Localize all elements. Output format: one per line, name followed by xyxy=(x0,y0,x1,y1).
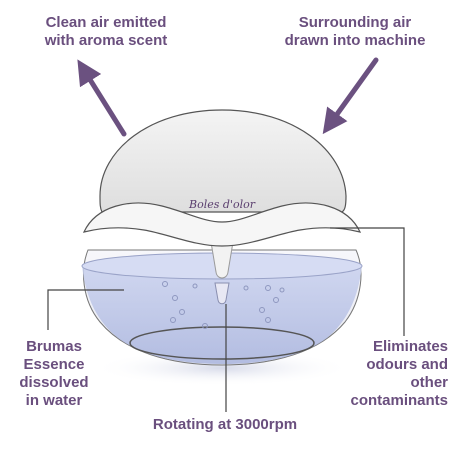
bubbles xyxy=(162,281,285,329)
water xyxy=(82,266,362,364)
eliminates-odours-label: Eliminates odours and other contaminants xyxy=(350,338,448,409)
bowl-base-ring xyxy=(129,326,315,360)
dome-collar xyxy=(82,202,362,247)
clean-air-label: Clean air emitted with aroma scent xyxy=(44,14,168,49)
floor-reflection xyxy=(92,350,352,386)
eliminates-leader xyxy=(330,227,405,336)
rotating-speed-label: Rotating at 3000rpm xyxy=(152,416,298,433)
clean-air-arrow xyxy=(77,59,127,137)
leader-lines xyxy=(47,227,405,412)
surrounding-air-label: Surrounding air drawn into machine xyxy=(284,14,426,49)
brumas-essence-label: Brumas Essence dissolved in water xyxy=(19,338,89,409)
brumas-leader xyxy=(47,289,124,330)
brand-logo: Boles d'olor xyxy=(188,198,256,211)
surrounding-air-arrow xyxy=(322,57,379,135)
top-dome xyxy=(99,109,347,213)
rotor-nozzle xyxy=(209,235,235,279)
rotor-tip xyxy=(214,282,230,305)
